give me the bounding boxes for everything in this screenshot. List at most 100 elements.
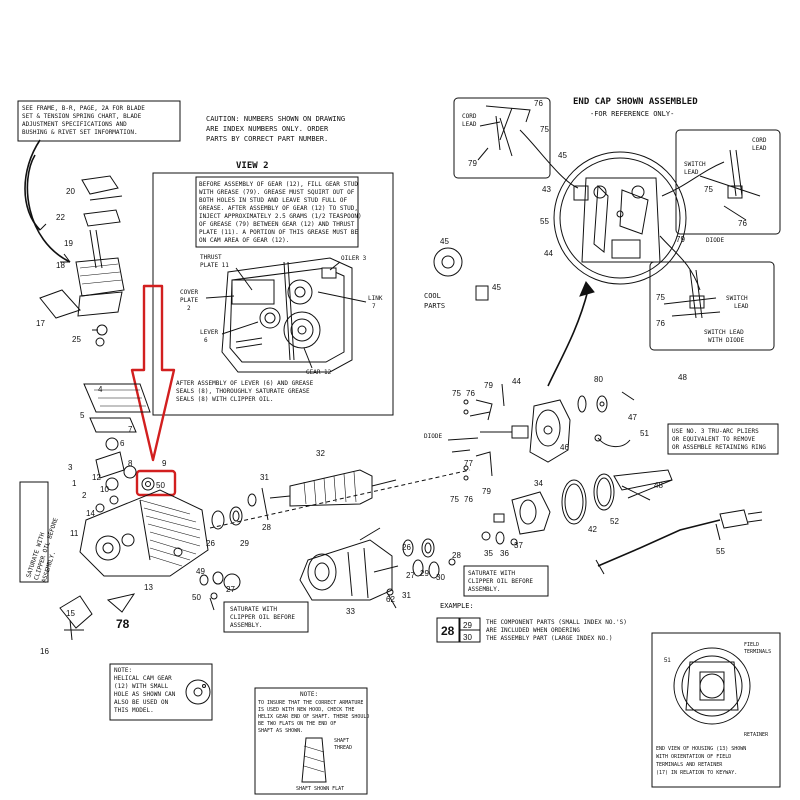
callout-number: 42 [588, 525, 597, 534]
callout-number: 51 [664, 658, 671, 664]
callout-number: 4 [98, 385, 103, 394]
callout-number: 34 [534, 479, 543, 488]
retaining-note-line: USE NO. 3 TRU-ARC PLIERS [672, 428, 759, 435]
note-right-label: FIELD [744, 642, 759, 648]
callout-number: 26 [402, 543, 411, 552]
caution-line: PARTS BY CORRECT PART NUMBER. [206, 135, 328, 143]
callout-number: 52 [610, 517, 619, 526]
saturate-left-line: ASSEMBLY. [230, 622, 263, 629]
header-note-line: ADJUSTMENT SPECIFICATIONS AND [22, 121, 127, 128]
example-line: THE ASSEMBLY PART (LARGE INDEX NO.) [486, 635, 612, 642]
callout-number: 15 [66, 609, 75, 618]
cord-lead-detail [453, 97, 551, 179]
cool-parts-label: PARTS [424, 302, 445, 310]
example-line: ARE INCLUDED WHEN ORDERING [486, 627, 580, 634]
header-note: SEE FRAME, B-R, PAGE, 2A FOR BLADE SET &… [17, 100, 181, 142]
note-center-line: TO INSURE THAT THE CORRECT ARMATURE [258, 700, 363, 706]
note-left-line: HELICAL CAM GEAR [114, 675, 172, 682]
callout-number: 62 [386, 595, 395, 604]
callout-number: 51 [640, 429, 649, 438]
example-title: EXAMPLE: [440, 602, 474, 610]
callout-number: 35 [484, 549, 493, 558]
callout-number: 55 [540, 217, 549, 226]
callout-number: 17 [36, 319, 45, 328]
callout-number: 28 [452, 551, 461, 560]
callout-number: 48 [678, 373, 687, 382]
label-diode: DIODE [706, 237, 724, 244]
callout-number: 76 [466, 389, 475, 398]
view-2-panel: VIEW 2 BEFORE ASSEMBLY OF GEAR (12), FIL… [152, 161, 394, 416]
note-center-title: NOTE: [300, 691, 318, 698]
view-2-title: VIEW 2 [236, 161, 269, 171]
callout-number: 79 [484, 381, 493, 390]
callout-number: 8 [128, 459, 133, 468]
label-link: LINK [368, 295, 383, 302]
view-2-note-line: ON CAM AREA OF GEAR (12). [199, 237, 289, 244]
note-center-line: HELIX GEAR END OF SHAFT. THERE SHOULD [258, 714, 369, 720]
label-switch-lead-2: LEAD [734, 303, 749, 310]
callout-number: 31 [260, 473, 269, 482]
label-cord-lead-right: CORD [752, 137, 767, 144]
note-center-line: SHAFT AS SHOWN. [258, 728, 303, 734]
callout-number: 27 [226, 585, 235, 594]
callout-number: 50 [192, 593, 201, 602]
caution-line: CAUTION: NUMBERS SHOWN ON DRAWING [206, 115, 345, 123]
note-left-line: ALSO BE USED ON [114, 699, 169, 706]
callout-number: 26 [206, 539, 215, 548]
callout-number: 78 [116, 617, 130, 631]
gear-housing-drawing [221, 257, 353, 373]
label-switch-lead: LEAD [684, 169, 699, 176]
label-cord-lead-right: LEAD [752, 145, 767, 152]
callout-number: 79 [468, 159, 477, 168]
callout-number-highlighted: 50 [156, 481, 165, 490]
brush-holder-parts [447, 383, 763, 575]
callout-number: 79 [482, 487, 491, 496]
saturate-mid-line: ASSEMBLY. [468, 586, 501, 593]
saturate-left-box: SATURATE WITH CLIPPER OIL BEFORE ASSEMBL… [223, 601, 309, 633]
saturate-vertical-box: SATURATE WITH CLIPPER OIL BEFORE ASSEMBL… [19, 481, 60, 584]
callout-number: 18 [56, 261, 65, 270]
note-right-label: TERMINALS [744, 649, 771, 655]
callout-number: 44 [512, 377, 521, 386]
view-2-note-line: GREASE. AFTER ASSEMBLY OF GEAR (12) TO S… [199, 205, 358, 212]
example-line: THE COMPONENT PARTS (SMALL INDEX NO.'S) [486, 619, 627, 626]
callout-number: 36 [500, 549, 509, 558]
retaining-note: USE NO. 3 TRU-ARC PLIERS OR EQUIVALENT T… [667, 423, 779, 455]
label-thrust-plate: THRUST [200, 254, 222, 261]
callout-number: 14 [86, 509, 95, 518]
saturate-mid-box: SATURATE WITH CLIPPER OIL BEFORE ASSEMBL… [463, 565, 549, 597]
label-cord-lead: CORD [462, 113, 477, 120]
callout-number: 12 [92, 473, 101, 482]
callout-number: 79 [676, 235, 685, 244]
parts-17-25 [24, 139, 125, 347]
housing-assembly [59, 383, 209, 641]
note-right-line: (17) IN RELATION TO KEYWAY. [656, 770, 737, 776]
label-gear: GEAR 12 [306, 369, 332, 376]
label-cord-lead: LEAD [462, 121, 477, 128]
saturate-left-line: CLIPPER OIL BEFORE [230, 614, 295, 621]
note-left-line: (12) WITH SMALL [114, 683, 169, 690]
callout-number: 75 [704, 185, 713, 194]
callout-numbers: 20 22 19 18 17 25 4 5 7 6 8 9 3 1 12 2 1… [36, 99, 747, 664]
label-oiler: OILER 3 [341, 255, 367, 262]
view-2-note-line: BEFORE ASSEMBLY OF GEAR (12), FILL GEAR … [199, 181, 358, 188]
end-cap-subtitle: -FOR REFERENCE ONLY- [590, 110, 674, 118]
center-axis-parts [199, 469, 471, 611]
callout-number: 76 [534, 99, 543, 108]
callout-number: 44 [544, 249, 553, 258]
callout-number: 9 [162, 459, 167, 468]
note-right-line: END VIEW OF HOUSING (13) SHOWN [656, 746, 746, 752]
note-center-line: BE TWO FLATS ON THE END OF [258, 721, 336, 727]
label-lever: 6 [204, 337, 208, 344]
switch-lead-diode-detail [649, 261, 775, 351]
note-right-line: WITH ORIENTATION OF FIELD [656, 754, 731, 760]
callout-number: 55 [716, 547, 725, 556]
callout-number: 20 [66, 187, 75, 196]
label-switch-lead-2: SWITCH [726, 295, 748, 302]
header-note-line: SET & TENSION SPRING CHART, BLADE [22, 113, 142, 120]
callout-number: 31 [402, 591, 411, 600]
view-2-bottom-note: AFTER ASSEMBLY OF LEVER (6) AND GREASE [176, 380, 314, 387]
label-cover-plate: COVER [180, 289, 198, 296]
retaining-note-line: OR ASSEMBLE RETAINING RING [672, 444, 766, 451]
